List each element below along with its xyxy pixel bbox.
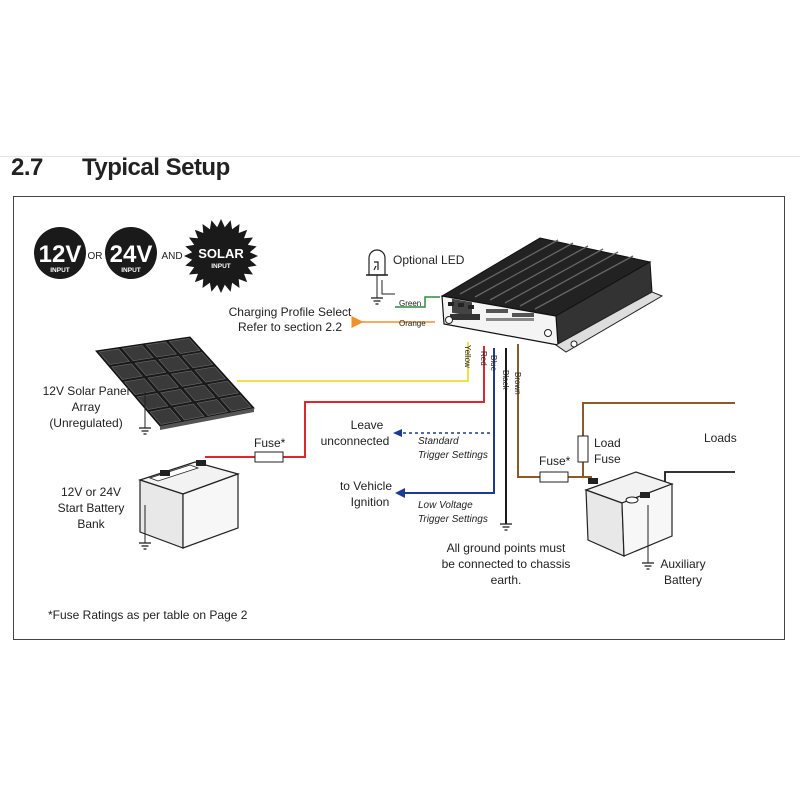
vehicle-label-1: to Vehicle xyxy=(340,479,392,493)
lowv-trigger-label-1: Low Voltage xyxy=(418,500,473,511)
solar-cell xyxy=(173,403,205,421)
aux-battery-icon xyxy=(584,471,674,563)
blue-arrow-icon xyxy=(395,488,405,498)
badge-solar-text: SOLAR xyxy=(198,246,244,261)
solar-cell xyxy=(134,359,167,376)
solar-cell xyxy=(207,380,239,397)
badge-24v-input: 24V INPUT xyxy=(105,227,157,279)
badge-24v-circle xyxy=(105,227,157,279)
led-return-wire xyxy=(381,280,395,295)
aux-battery-label-1: Auxiliary xyxy=(660,557,705,571)
start-fuse-icon xyxy=(254,451,284,463)
section-title: Typical Setup xyxy=(82,154,230,181)
solar-cell xyxy=(183,384,216,402)
aux-battery-label-2: Battery xyxy=(664,573,702,587)
badge-12v-text: 12V xyxy=(39,241,82,268)
fuse-footnote: *Fuse Ratings as per table on Page 2 xyxy=(48,608,248,622)
badge-and-text: AND xyxy=(161,251,182,262)
wire-label-green: Green xyxy=(399,299,421,308)
start-battery-label-2: Start Battery xyxy=(58,501,125,515)
solar-cell xyxy=(196,399,229,416)
led-ground-icon xyxy=(371,297,383,305)
solar-cell xyxy=(170,370,203,387)
solar-sunburst-icon xyxy=(184,219,258,293)
solar-ground-icon xyxy=(139,427,151,435)
load-fuse-label-2: Fuse xyxy=(594,452,621,466)
ground-note-3: earth. xyxy=(491,573,522,587)
load-fuse-icon xyxy=(577,435,589,463)
wire-label-red: Red xyxy=(479,351,488,366)
blue-dotted-arrow-icon xyxy=(393,429,402,437)
solar-cell xyxy=(181,352,214,369)
aux-battery-ground-icon xyxy=(642,562,654,570)
solar-label-2: Array xyxy=(72,400,101,414)
fuse-aux-label: Fuse* xyxy=(539,454,571,468)
badge-12v-input: 12V INPUT xyxy=(34,227,86,279)
badge-12v-circle xyxy=(34,227,86,279)
leave-label-1: Leave xyxy=(351,418,384,432)
brown-wire xyxy=(517,344,540,478)
ground-note-1: All ground points must xyxy=(447,541,566,555)
start-battery-ground-icon xyxy=(139,542,151,550)
wire-label-yellow: Yellow xyxy=(463,345,472,368)
solar-cell xyxy=(123,378,156,395)
loads-label: Loads xyxy=(704,431,737,445)
wire-label-brown: Brown xyxy=(513,372,522,395)
solar-cell xyxy=(160,388,192,406)
start-battery-label-1: 12V or 24V xyxy=(61,485,121,499)
led-icon xyxy=(366,249,388,298)
charging-profile-label-2: Refer to section 2.2 xyxy=(238,320,342,334)
solar-cell xyxy=(111,363,143,380)
badge-solar-sub: INPUT xyxy=(211,263,231,270)
solar-label-1: 12V Solar Panel xyxy=(43,384,130,398)
solar-cell xyxy=(147,374,180,391)
green-wire xyxy=(395,296,440,308)
load-fuse-label-1: Load xyxy=(594,436,621,450)
solar-cell xyxy=(121,345,154,362)
solar-cell xyxy=(149,407,182,425)
solar-cell xyxy=(220,394,252,412)
badge-24v-sub: INPUT xyxy=(121,267,141,274)
badge-or-text: OR xyxy=(88,251,103,262)
solar-panel-icon xyxy=(95,336,255,430)
yellow-wire xyxy=(237,342,469,382)
dc-charger-unit xyxy=(440,237,664,353)
leave-label-2: unconnected xyxy=(321,434,390,448)
standard-trigger-label-2: Trigger Settings xyxy=(418,450,488,461)
ground-note-2: be connected to chassis xyxy=(442,557,571,571)
section-number: 2.7 xyxy=(11,154,43,181)
solar-cell xyxy=(98,348,130,365)
blue-wire xyxy=(405,348,495,494)
wire-label-orange: Orange xyxy=(399,319,426,328)
badge-solar-input: SOLAR INPUT xyxy=(184,219,258,293)
solar-label-3: (Unregulated) xyxy=(49,416,122,430)
fuse-start-label: Fuse* xyxy=(254,436,286,450)
badge-24v-text: 24V xyxy=(110,241,153,268)
start-battery-icon xyxy=(138,460,240,549)
center-ground-icon xyxy=(500,523,512,531)
lowv-trigger-label-2: Trigger Settings xyxy=(418,514,488,525)
red-wire xyxy=(283,346,485,458)
vehicle-label-2: Ignition xyxy=(351,495,390,509)
wire-label-black: Black xyxy=(501,370,510,391)
solar-cell xyxy=(168,338,201,354)
diagram-frame xyxy=(13,196,785,640)
aux-fuse-icon xyxy=(539,471,569,483)
start-battery-label-3: Bank xyxy=(77,517,105,531)
optional-led-label: Optional LED xyxy=(393,253,465,267)
header-divider xyxy=(0,156,800,157)
solar-cell xyxy=(158,355,190,373)
solar-cell xyxy=(194,366,227,383)
solar-cell xyxy=(145,341,177,358)
badge-12v-sub: INPUT xyxy=(50,267,70,274)
wire-label-blue: Blue xyxy=(489,355,498,372)
charging-profile-label-1: Charging Profile Select xyxy=(229,305,352,319)
standard-trigger-label-1: Standard xyxy=(418,436,459,447)
